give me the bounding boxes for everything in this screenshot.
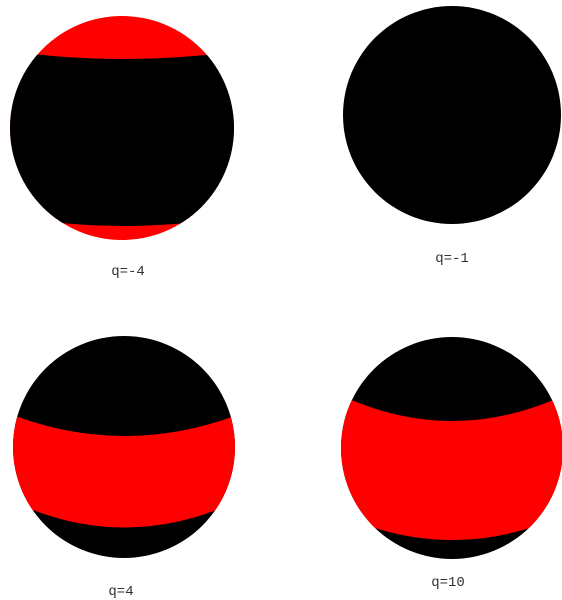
panel-q-neg1: q=-1 bbox=[343, 6, 561, 267]
panel-label-q4: q=4 bbox=[108, 584, 133, 600]
panel-label-q10: q=10 bbox=[431, 575, 465, 591]
panel-label-q-neg4: q=-4 bbox=[111, 264, 145, 280]
sphere-q-neg1 bbox=[343, 6, 561, 224]
panel-label-q-neg1: q=-1 bbox=[435, 251, 469, 267]
panel-q10: q=10 bbox=[330, 337, 562, 591]
panel-q4: q=4 bbox=[0, 336, 250, 600]
black-band-q-neg4 bbox=[0, 48, 260, 226]
panel-q-neg4: q=-4 bbox=[0, 16, 260, 280]
